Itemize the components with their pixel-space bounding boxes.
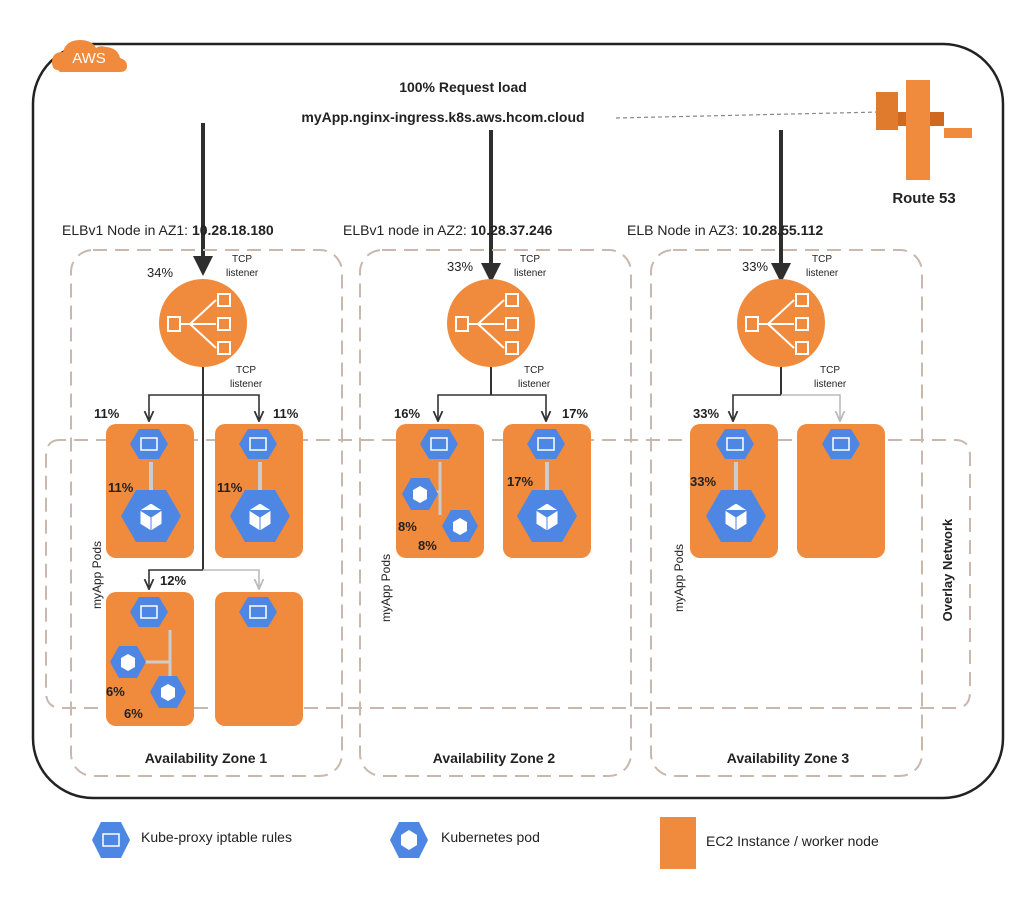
- kube-proxy-icon: [420, 429, 458, 459]
- route-line: [491, 394, 546, 420]
- legend: Kube-proxy iptable rules Kubernetes pod …: [92, 817, 879, 869]
- pods-label: myApp Pods: [672, 544, 686, 612]
- overlay-network-boundary: [45, 439, 971, 709]
- percentage-label: 33%: [693, 406, 719, 421]
- dns-name-label: myApp.nginx-ingress.k8s.aws.hcom.cloud: [301, 109, 584, 125]
- route-line: [149, 569, 203, 588]
- percentage-label: 6%: [106, 684, 125, 699]
- kube-proxy-icon: [239, 597, 277, 627]
- overlay-network-label: Overlay Network: [940, 518, 955, 621]
- kube-proxy-icon: [130, 429, 168, 459]
- kubernetes-pod-icon: [230, 490, 290, 542]
- legend-ec2-label: EC2 Instance / worker node: [706, 833, 879, 849]
- percentage-label: 6%: [124, 706, 143, 721]
- kube-proxy-icon: [716, 429, 754, 459]
- kubernetes-pod-icon: [150, 676, 186, 708]
- kubernetes-pod-icon: [390, 822, 428, 858]
- kube-proxy-icon: [239, 429, 277, 459]
- kube-proxy-icon: [130, 597, 168, 627]
- legend-ec2-swatch: [660, 817, 696, 869]
- pods-label: myApp Pods: [379, 554, 393, 622]
- kubernetes-pod-icon: [121, 490, 181, 542]
- percentage-label: 8%: [418, 538, 437, 553]
- route-line: [149, 394, 203, 420]
- route-line: [203, 394, 259, 420]
- aws-label: AWS: [72, 50, 106, 67]
- percentage-label: 12%: [160, 573, 186, 588]
- elb-share-label: 34%: [147, 265, 173, 280]
- kubernetes-pod-icon: [402, 478, 438, 510]
- kube-proxy-icon: [527, 429, 565, 459]
- percentage-label: 33%: [690, 474, 716, 489]
- elb-node-label: ELBv1 node in AZ2: 10.28.37.246: [343, 222, 553, 238]
- zone-label: Availability Zone 3: [727, 750, 850, 766]
- kubernetes-pod-icon: [442, 510, 478, 542]
- percentage-label: 17%: [507, 474, 533, 489]
- percentage-label: 17%: [562, 406, 588, 421]
- kubernetes-pod-icon: [517, 490, 577, 542]
- route53-label: Route 53: [892, 190, 955, 207]
- zone-boundary: [650, 249, 923, 777]
- elb-node-label: ELBv1 Node in AZ1: 10.28.18.180: [62, 222, 274, 238]
- legend-kube-proxy-label: Kube-proxy iptable rules: [141, 829, 292, 845]
- percentage-label: 11%: [94, 406, 120, 421]
- dns-to-route53-link: [615, 111, 881, 119]
- ec2-instance: [215, 592, 303, 726]
- percentage-label: 11%: [273, 406, 299, 421]
- zone-label: Availability Zone 2: [433, 750, 556, 766]
- route-line: [733, 394, 781, 420]
- route53-icon: [876, 80, 972, 180]
- percentage-label: 16%: [394, 406, 420, 421]
- route-line: [438, 394, 491, 420]
- legend-pod-label: Kubernetes pod: [441, 829, 540, 845]
- elb-node-label: ELB Node in AZ3: 10.28.55.112: [627, 222, 823, 238]
- elb-share-label: 33%: [447, 259, 473, 274]
- request-load-label: 100% Request load: [399, 79, 527, 95]
- elb-share-label: 33%: [742, 259, 768, 274]
- zone-boundary: [70, 249, 343, 777]
- kube-proxy-icon: [822, 429, 860, 459]
- kubernetes-pod-icon: [110, 646, 146, 678]
- route-line: [203, 569, 259, 588]
- pods-label: myApp Pods: [90, 541, 104, 609]
- aws-cloud-boundary: [31, 42, 1005, 800]
- aws-badge: AWS: [52, 40, 127, 72]
- kubernetes-pod-icon: [706, 490, 766, 542]
- ec2-instance: [797, 424, 885, 558]
- zone-label: Availability Zone 1: [145, 750, 268, 766]
- percentage-label: 11%: [217, 480, 243, 495]
- percentage-label: 8%: [398, 519, 417, 534]
- percentage-label: 11%: [108, 480, 134, 495]
- route-line: [781, 394, 840, 420]
- kube-proxy-icon: [92, 822, 130, 858]
- zone-boundary: [359, 249, 632, 777]
